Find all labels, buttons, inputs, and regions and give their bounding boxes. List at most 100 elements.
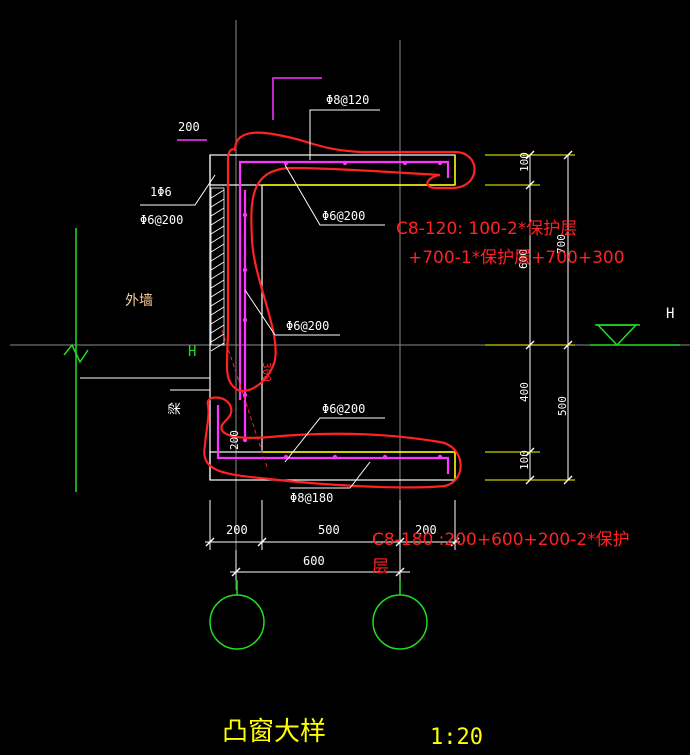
label-vertical-note: 300 (260, 362, 273, 382)
hatch-line (210, 261, 225, 271)
dimension-ticks (205, 150, 573, 577)
slab-outline (209, 154, 456, 481)
dimension-tick (525, 447, 535, 457)
grid-lines (10, 20, 690, 590)
dim-right-700: 700 (555, 234, 568, 254)
break-symbol (63, 343, 89, 364)
dim-bottom-200-right: 200 (415, 523, 437, 537)
top-label-bracket (272, 77, 322, 120)
hatch-border (210, 187, 225, 346)
rebar-dot (242, 212, 248, 218)
dimension-tick (563, 475, 573, 485)
hatch-line (210, 189, 225, 199)
dim-right-100-top: 100 (518, 152, 531, 172)
hatch-line (210, 279, 225, 289)
top-bar-loop (225, 131, 476, 393)
section-dashed-line (221, 329, 269, 471)
dim-bottom-200-left: 200 (226, 523, 248, 537)
leader-top-rebar (309, 109, 380, 160)
rebar-dots (242, 160, 443, 460)
dimension-tick (257, 537, 267, 547)
axis-bubble-right (372, 594, 428, 650)
dimension-tick (395, 537, 405, 547)
dimension-tick (231, 567, 241, 577)
red-notes: C8-120: 100-2*保护层 +700-1*保护层+700+300 C8-… (372, 219, 630, 577)
label-stirrup-1: Φ6@200 (322, 209, 365, 223)
hatch-line (210, 333, 225, 343)
rebar-dot (242, 317, 248, 323)
rebar-dot (382, 454, 388, 460)
label-stirrup-3: Φ6@200 (322, 402, 365, 416)
label-wall: 外墙 (125, 293, 153, 309)
wall-hatch (210, 187, 225, 352)
green-elements (63, 228, 680, 650)
rebar-dot (283, 160, 289, 166)
hatch-line (210, 198, 225, 208)
drawing-title: 凸窗大样 (222, 717, 326, 747)
hatch-line (210, 315, 225, 325)
hatch-line (210, 234, 225, 244)
dim-right-400: 400 (518, 382, 531, 402)
hatch-line (210, 216, 225, 226)
leader-stirrup-2 (244, 289, 340, 336)
rebar-dot (342, 160, 348, 166)
rebar-dot (242, 392, 248, 398)
label-stirrup-2: Φ6@200 (286, 319, 329, 333)
bottom-bar-loop (203, 396, 462, 489)
leader-stirrup-3 (284, 417, 385, 463)
dimension-tick (563, 340, 573, 350)
formula-top-1: C8-120: 100-2*保护层 (396, 219, 577, 239)
rebar-dot (437, 454, 443, 460)
yellow-faces (262, 155, 456, 480)
red-annotation-loops (203, 131, 476, 489)
dimension-tick (563, 150, 573, 160)
label-top-offset: 200 (178, 120, 200, 134)
hatch-line (210, 270, 225, 280)
hatch-line (210, 342, 225, 352)
label-beam: 梁 (168, 402, 183, 415)
dim-right-500: 500 (556, 396, 569, 416)
magenta-leaders (177, 77, 322, 141)
hatch-line (210, 225, 225, 235)
label-elevation-right: H (666, 306, 674, 322)
formula-bottom-1: C8-180 :200+600+200-2*保护 (372, 530, 630, 550)
label-top-rebar: Φ8@120 (326, 93, 369, 107)
leader-left-note (140, 174, 216, 206)
leader-bottom-rebar (290, 461, 371, 489)
label-left-note-2: Φ6@200 (140, 213, 183, 227)
label-bottom-rebar: Φ8@180 (290, 491, 333, 505)
hatch-line (210, 243, 225, 253)
dimension-tick (450, 537, 460, 547)
dim-right-100-bot: 100 (518, 450, 531, 470)
cad-labels: Φ8@120 Φ6@200 Φ6@200 Φ6@200 Φ8@180 1Φ6 Φ… (125, 93, 674, 750)
dim-bottom-600: 600 (303, 554, 325, 568)
label-elevation-left: H (188, 344, 196, 360)
leader-lines (80, 109, 385, 489)
rebar-dot (437, 160, 443, 166)
rebar-dot (332, 454, 338, 460)
hatch-line (210, 288, 225, 298)
dimension-tick (525, 150, 535, 160)
bottom-rebar-path (216, 405, 450, 474)
dimension-tick (525, 340, 535, 350)
drawing-scale: 1:20 (430, 725, 483, 750)
leader-stirrup-1 (284, 164, 385, 226)
right-level-triangle (596, 324, 638, 347)
hatch-line (210, 252, 225, 262)
dimension-tick (395, 567, 405, 577)
dimension-lines (205, 154, 575, 580)
hatch-line (210, 306, 225, 316)
hatch-line (210, 324, 225, 334)
rebar-dot (402, 160, 408, 166)
rebar-dot (242, 437, 248, 443)
dimension-tick (525, 180, 535, 190)
axis-bubble-left (209, 594, 265, 650)
dimension-tick (525, 475, 535, 485)
formula-bottom-2: 层 (372, 557, 389, 577)
hatch-line (210, 207, 225, 217)
hatch-line (210, 297, 225, 307)
dimension-tick (205, 537, 215, 547)
rebar-dot (283, 454, 289, 460)
label-left-note-1: 1Φ6 (150, 185, 172, 199)
